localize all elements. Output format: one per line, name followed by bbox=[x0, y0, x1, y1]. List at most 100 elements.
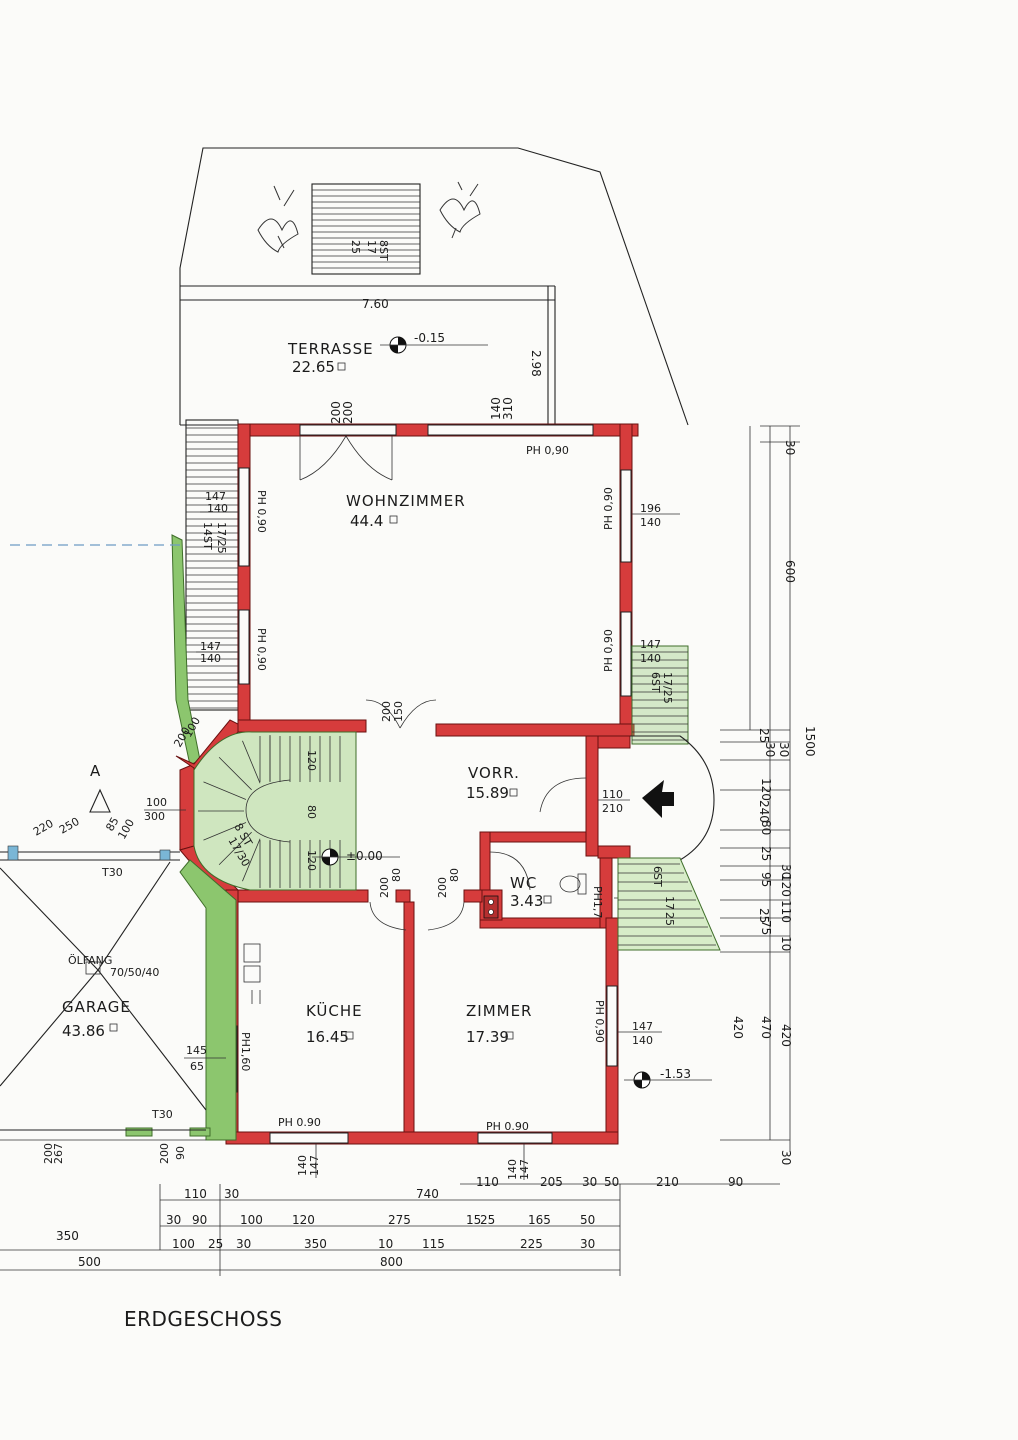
kueche-area: 16.45 bbox=[306, 1028, 349, 1046]
bottom-row1-label: 110 bbox=[184, 1187, 207, 1201]
entrance-porch bbox=[630, 735, 715, 861]
stair-entry-rise: 17 bbox=[663, 896, 676, 910]
stair-right-w: 147 bbox=[640, 638, 661, 651]
win-wl2-h: 140 bbox=[200, 652, 221, 665]
stair-left-w: 147 bbox=[205, 490, 226, 503]
garage-area: 43.86 bbox=[62, 1022, 105, 1040]
stair-dim-1: 120 bbox=[305, 750, 318, 771]
right-segment-label: 95 bbox=[759, 872, 773, 887]
bottom-row1-label: 740 bbox=[416, 1187, 439, 1201]
zimmer-area: 17.39 bbox=[466, 1028, 509, 1046]
right-segment-label: 240 bbox=[757, 800, 771, 823]
stair-top bbox=[311, 183, 421, 275]
stair-dim-2: 80 bbox=[305, 805, 318, 819]
door-vorr-h: 200 bbox=[380, 701, 393, 722]
terrace-double-door[interactable] bbox=[299, 435, 393, 481]
bottom-row4-label: 800 bbox=[380, 1255, 403, 1269]
door-k-h: 200 bbox=[378, 877, 391, 898]
front-door-w: 110 bbox=[602, 788, 623, 801]
bottom-row3-label: 100 bbox=[172, 1237, 195, 1251]
wc-area: 3.43 bbox=[510, 892, 543, 910]
ph-zimmer-right: PH 0,90 bbox=[593, 1000, 606, 1043]
wohnzimmer-area: 44.4 bbox=[350, 512, 383, 530]
stair-left-h: 140 bbox=[207, 502, 228, 515]
right-segment-label: 420 bbox=[779, 1024, 793, 1047]
kitchen-appliances bbox=[243, 943, 261, 1004]
right-segment-label: 470 bbox=[759, 1016, 773, 1039]
front-door-h: 210 bbox=[602, 802, 623, 815]
stair-left-rise: 17/25 bbox=[215, 522, 228, 554]
terrace-door-w: 200 bbox=[329, 401, 343, 424]
section-marker: A bbox=[90, 762, 101, 780]
bottom-row4-label: 500 bbox=[78, 1255, 101, 1269]
right-segment-label: 120 bbox=[759, 778, 773, 801]
bottom-row2-label: 25 bbox=[480, 1213, 495, 1227]
vorraum-area: 15.89 bbox=[466, 784, 509, 802]
ph-z-bottom: PH 0.90 bbox=[486, 1120, 529, 1133]
bottom-row3-label: 225 bbox=[520, 1237, 543, 1251]
door-z-w: 80 bbox=[448, 868, 461, 882]
stair-left bbox=[185, 419, 239, 711]
bottom-dimension-chain bbox=[0, 1183, 780, 1276]
bottom-row2-label: 30 bbox=[166, 1213, 181, 1227]
ph-kueche-left: PH1,60 bbox=[239, 1032, 252, 1071]
right-segment-label: 30 bbox=[779, 864, 793, 879]
green-wall-bottom-2 bbox=[189, 1127, 211, 1137]
green-wall-garage bbox=[179, 859, 237, 1141]
bottom-row3-label: 30 bbox=[236, 1237, 251, 1251]
level-marker-outside bbox=[624, 1071, 712, 1089]
winding-stair bbox=[193, 731, 357, 891]
garage-left-1: 200 bbox=[158, 1143, 171, 1164]
bottom-row2-label: 120 bbox=[292, 1213, 315, 1227]
right-segment-label: 420 bbox=[731, 1016, 745, 1039]
terrasse-label: TERRASSE bbox=[287, 340, 374, 358]
ph-wohn-left1: PH 0,90 bbox=[255, 490, 268, 533]
wc-ph: PH1,7 bbox=[591, 886, 604, 918]
stair-entry-count: 6ST bbox=[651, 866, 664, 887]
ph-top: PH 0,90 bbox=[526, 444, 569, 457]
bottom-row2-label: 165 bbox=[528, 1213, 551, 1227]
right-segment-label: 30 bbox=[763, 742, 777, 757]
right-segment-label: 30 bbox=[779, 1150, 793, 1165]
right-segment-label: 120 bbox=[779, 874, 793, 897]
win-z-right-h: 140 bbox=[632, 1034, 653, 1047]
right-dimension-chain bbox=[720, 425, 800, 1152]
ph-wohn-left2: PH 0,90 bbox=[255, 628, 268, 671]
bottom-row3-label: 350 bbox=[56, 1229, 79, 1243]
bottom-row1-label: 50 bbox=[604, 1175, 619, 1189]
stair-entry-run: 25 bbox=[663, 912, 676, 926]
right-segment-label: 80 bbox=[759, 820, 773, 835]
stair-top-rise: 17 bbox=[365, 240, 378, 254]
plant-icon-2 bbox=[439, 181, 481, 239]
zimmer-label: ZIMMER bbox=[466, 1002, 532, 1020]
bottom-row1-label: 110 bbox=[476, 1175, 499, 1189]
win-wr1-h: 140 bbox=[640, 516, 661, 529]
bottom-row1-label: 90 bbox=[728, 1175, 743, 1189]
outside-level: -1.53 bbox=[660, 1067, 691, 1081]
entry-door-swing bbox=[539, 777, 587, 813]
garage-label: GARAGE bbox=[62, 998, 131, 1016]
zimmer-door-swing bbox=[427, 901, 465, 931]
stair-left-count: 14ST bbox=[201, 522, 214, 550]
plant-icon bbox=[257, 185, 299, 253]
right-dim-30: 30 bbox=[783, 440, 797, 455]
win-k-bottom-w: 140 bbox=[296, 1155, 309, 1176]
ph-wohn-right1: PH 0,90 bbox=[602, 487, 615, 530]
right-segment-label: 30 bbox=[777, 742, 791, 757]
kueche-label: KÜCHE bbox=[306, 1001, 363, 1020]
kueche-door-swing bbox=[369, 901, 407, 931]
right-dim-1500: 1500 bbox=[803, 726, 817, 757]
win-wl2-w: 147 bbox=[200, 640, 221, 653]
vorraum-double-door[interactable] bbox=[365, 699, 437, 729]
bottom-row1-label: 205 bbox=[540, 1175, 563, 1189]
vorraum-label: VORR. bbox=[468, 764, 520, 782]
win-z-bottom-h: 147 bbox=[518, 1159, 531, 1180]
bottom-row3-label: 25 bbox=[208, 1237, 223, 1251]
stair-top-run: 25 bbox=[349, 240, 362, 254]
stair-top-count: 8ST bbox=[377, 240, 390, 261]
door-vorr-w: 150 bbox=[392, 701, 405, 722]
garage-bottom-1: 267 bbox=[52, 1143, 65, 1164]
oelfang-label: ÖLFANG bbox=[68, 954, 112, 967]
